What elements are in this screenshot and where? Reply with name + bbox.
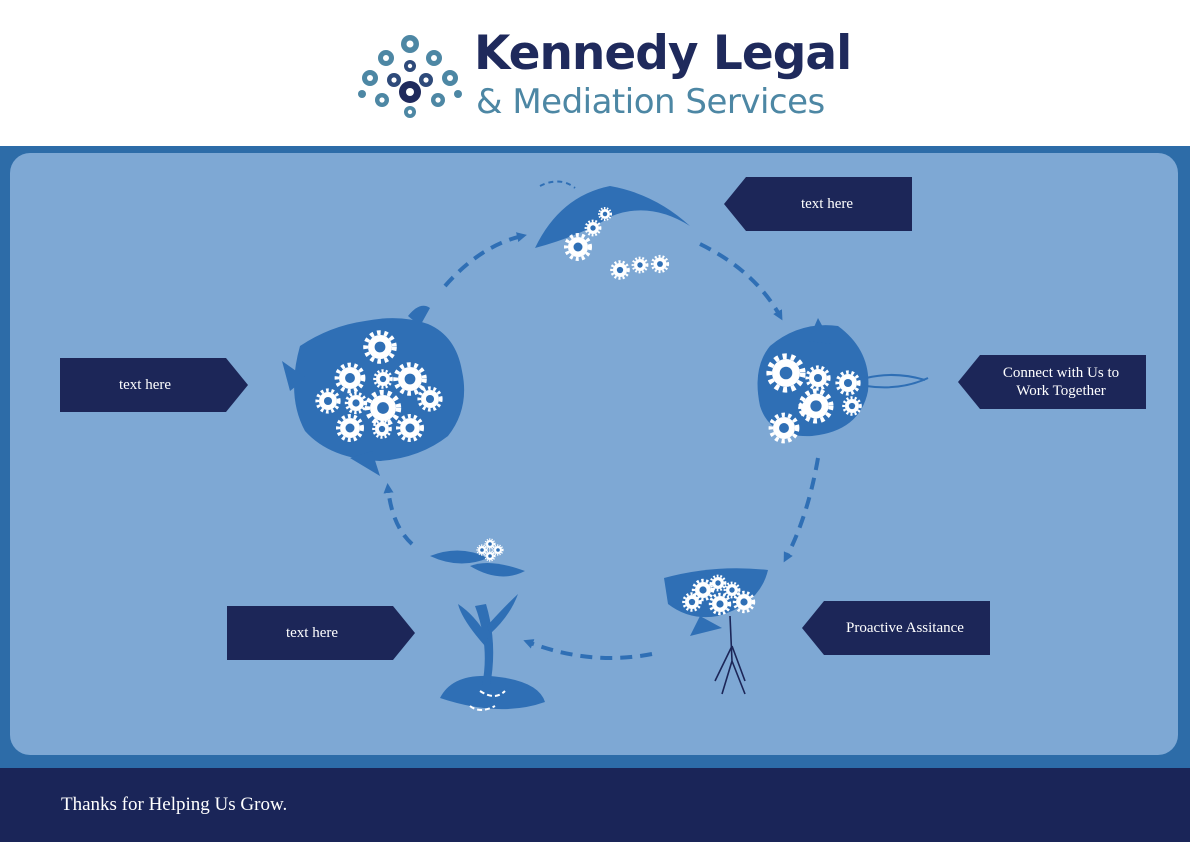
callout-leaf-sprout: text here bbox=[724, 177, 912, 231]
cycle-arrow-right bbox=[783, 457, 820, 563]
callout-label: Connect with Us to Work Together bbox=[1002, 365, 1120, 399]
cycle-arrow-left bbox=[383, 483, 414, 546]
cycle-arrow-bottom bbox=[523, 639, 653, 660]
full-bloom-illustration bbox=[282, 305, 465, 476]
callout-gear-bud: Connect with Us to Work Together bbox=[958, 355, 1146, 409]
callout-budding-flower: Proactive Assitance bbox=[802, 601, 990, 655]
cycle-arrow-top-right bbox=[699, 242, 783, 321]
cycle-arrow-top-left bbox=[443, 232, 527, 288]
footer-tagline: Thanks for Helping Us Grow. bbox=[61, 794, 288, 815]
callout-full-bloom: text here bbox=[60, 358, 248, 412]
gear-cluster-logo-icon bbox=[358, 35, 462, 118]
budding-flower-illustration bbox=[664, 568, 768, 695]
growth-cycle-diagram bbox=[282, 180, 929, 711]
callout-label: Proactive Assitance bbox=[846, 620, 964, 636]
gear-bud-illustration bbox=[757, 318, 929, 441]
leaf-sprout-illustration bbox=[535, 180, 690, 280]
callout-label: text here bbox=[118, 377, 172, 393]
callout-label: text here bbox=[285, 625, 339, 641]
header: Kennedy Legal & Mediation Services bbox=[0, 0, 1190, 146]
callout-label: text here bbox=[800, 196, 854, 212]
cycle-stage: text here Connect with Us to Work Togeth… bbox=[0, 146, 1190, 768]
logo-gears bbox=[358, 35, 462, 118]
brand-subtitle: & Mediation Services bbox=[476, 82, 825, 122]
callout-seedling-plant: text here bbox=[227, 606, 415, 660]
seedling-plant-illustration bbox=[430, 538, 545, 711]
footer: Thanks for Helping Us Grow. bbox=[0, 768, 1190, 842]
brand-title: Kennedy Legal bbox=[474, 26, 852, 81]
